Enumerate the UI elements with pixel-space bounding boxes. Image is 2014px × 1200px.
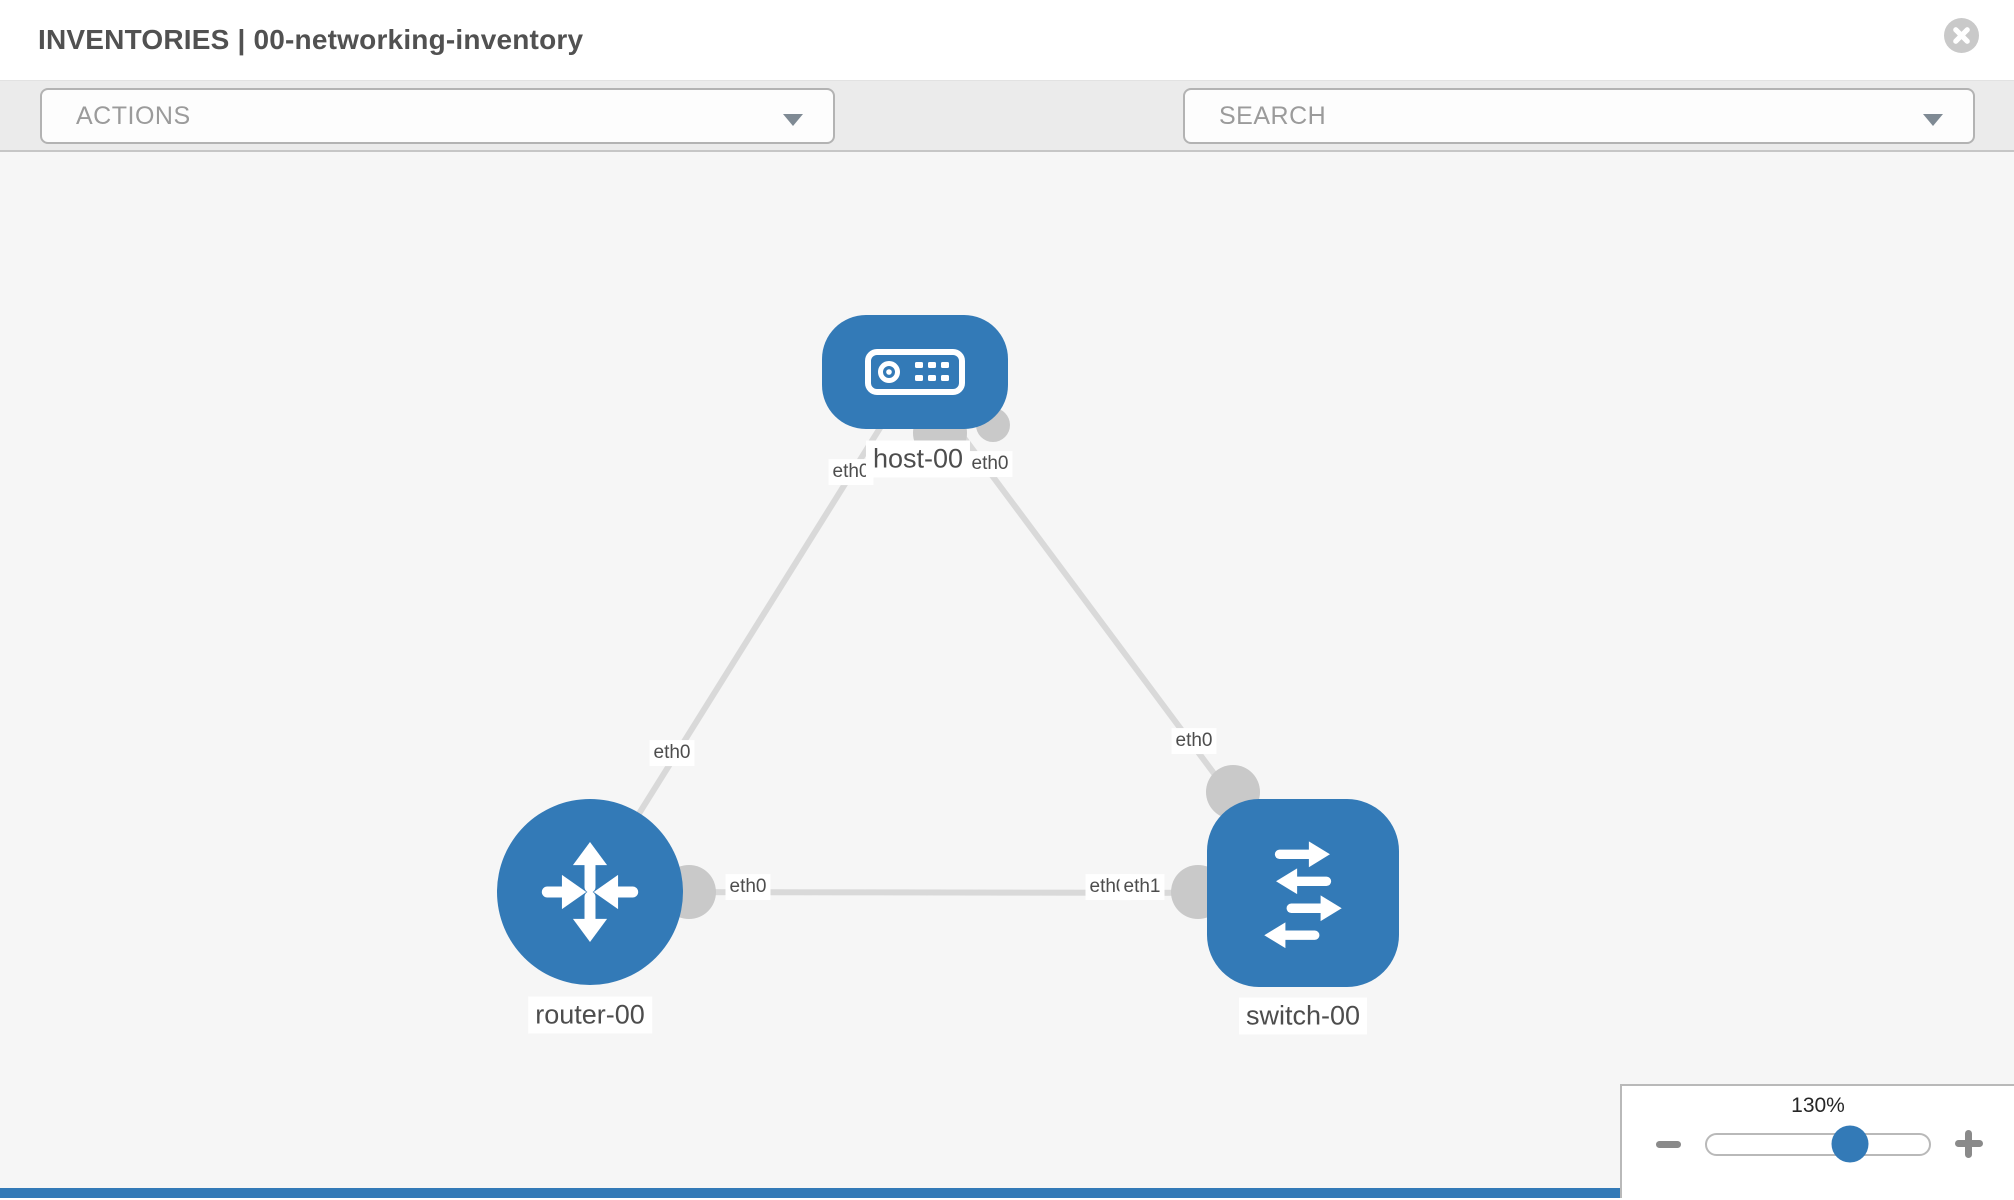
node-router-00[interactable] bbox=[497, 799, 683, 985]
topology-canvas[interactable]: host-00 router-00 switch-00 eth0 eth0 et… bbox=[0, 152, 2014, 1198]
chevron-down-icon bbox=[783, 114, 803, 126]
interface-label-eth0: eth0 bbox=[828, 459, 874, 485]
node-label-switch-00: switch-00 bbox=[1238, 997, 1368, 1035]
close-icon bbox=[1953, 27, 1970, 44]
zoom-out-button[interactable] bbox=[1656, 1140, 1682, 1148]
node-label-host-00: host-00 bbox=[865, 440, 971, 478]
node-label-router-00: router-00 bbox=[528, 996, 652, 1034]
zoom-slider-thumb[interactable] bbox=[1831, 1125, 1869, 1163]
zoom-slider-track[interactable] bbox=[1705, 1125, 1931, 1163]
search-placeholder: SEARCH bbox=[1219, 101, 1327, 130]
actions-dropdown[interactable]: ACTIONS bbox=[40, 88, 835, 144]
interface-label-eth0: eth0 bbox=[725, 874, 771, 900]
node-switch-00[interactable] bbox=[1207, 799, 1399, 987]
interface-label-eth0: eth0 bbox=[1171, 728, 1217, 754]
zoom-in-button[interactable] bbox=[1954, 1130, 1983, 1158]
topology-links-layer bbox=[587, 370, 1306, 919]
interface-label-eth0: eth0 bbox=[649, 740, 695, 766]
node-host-00[interactable] bbox=[822, 315, 1008, 429]
interface-label-eth1: eth1 bbox=[1119, 874, 1165, 900]
zoom-level-value: 130% bbox=[1791, 1094, 1845, 1117]
interface-label-eth0: eth0 bbox=[967, 451, 1013, 477]
actions-dropdown-label: ACTIONS bbox=[76, 101, 191, 130]
chevron-down-icon bbox=[1923, 114, 1943, 126]
router-arrows-icon bbox=[541, 841, 639, 943]
breadcrumb-header: INVENTORIES | 00-networking-inventory bbox=[0, 0, 2014, 80]
zoom-control-panel: 130% bbox=[1620, 1084, 2014, 1198]
page-title: INVENTORIES | 00-networking-inventory bbox=[38, 24, 584, 55]
toolbar: ACTIONS SEARCH bbox=[0, 80, 2014, 210]
server-icon bbox=[865, 349, 965, 395]
switch-arrows-icon bbox=[1264, 841, 1342, 949]
search-dropdown[interactable]: SEARCH bbox=[1183, 88, 1975, 144]
link-host-router[interactable] bbox=[587, 370, 918, 894]
bottom-panel-edge bbox=[0, 1188, 1620, 1198]
close-panel-button[interactable] bbox=[1944, 18, 1979, 53]
